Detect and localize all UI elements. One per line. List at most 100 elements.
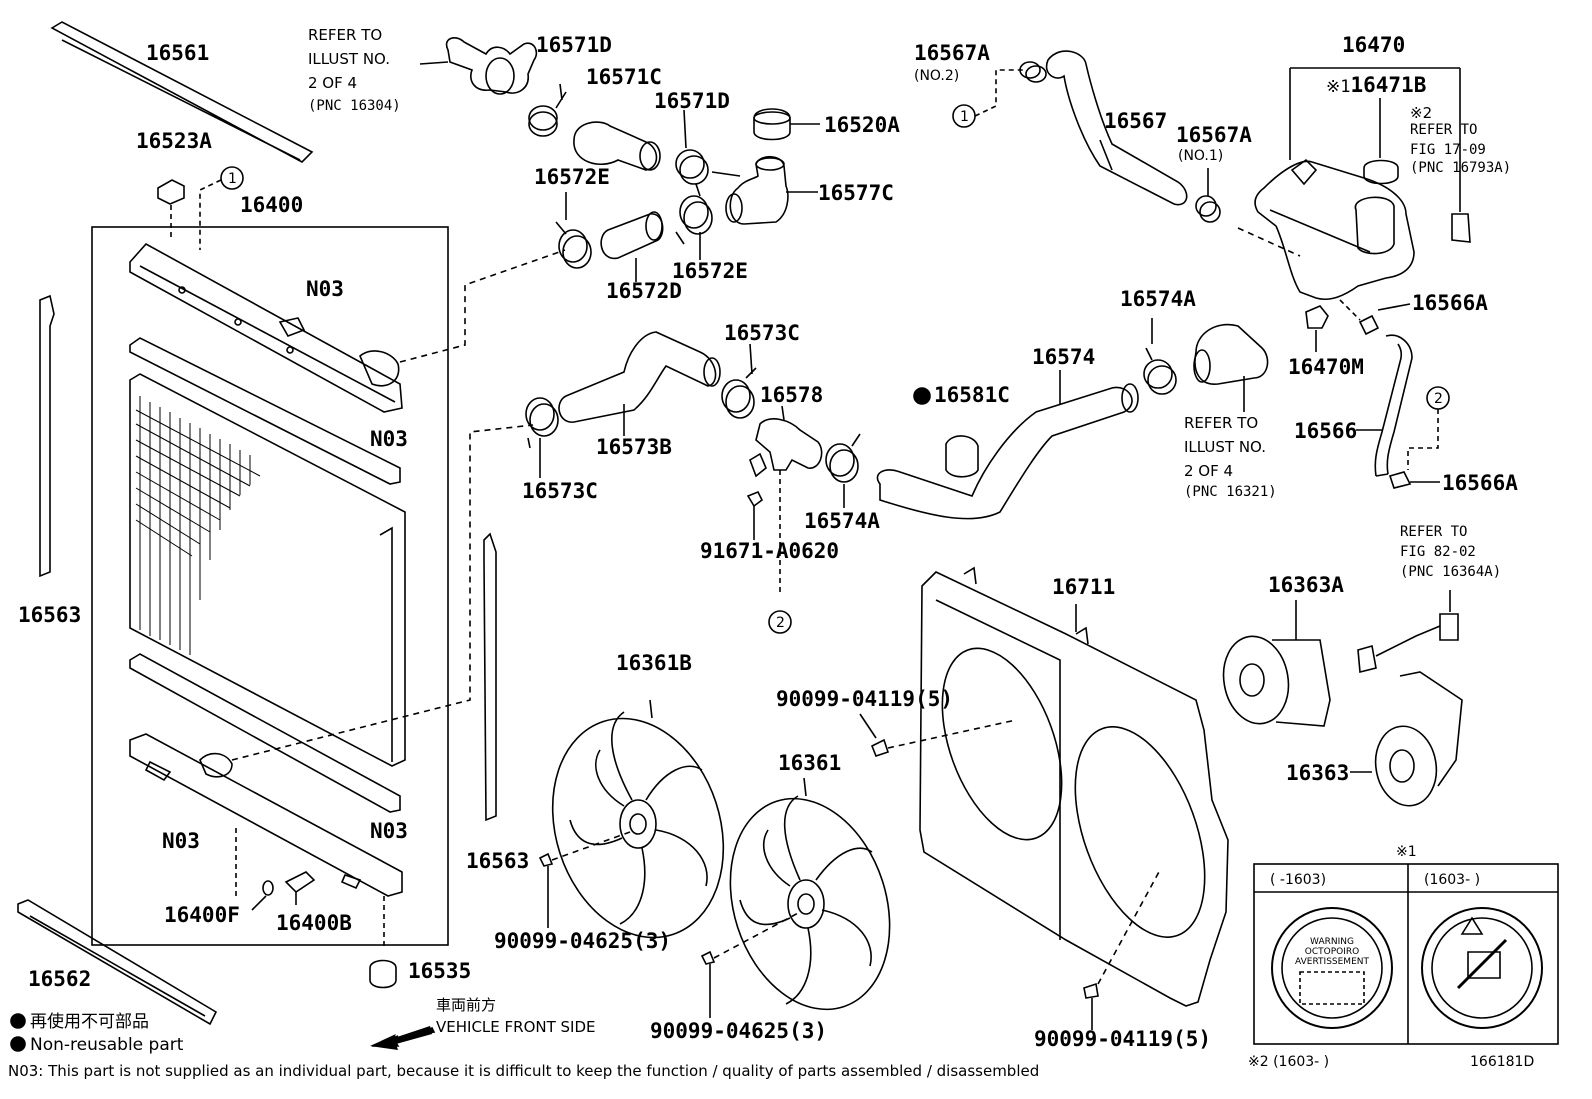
fan-16361 <box>729 777 891 1011</box>
radiator-core <box>129 373 406 767</box>
warning-line-1: WARNING <box>1310 937 1354 947</box>
label-16573B: 16573B <box>596 435 672 459</box>
label-16400: 16400 <box>240 193 303 217</box>
cap-16520A <box>753 108 820 141</box>
svg-text:REFER TO: REFER TO <box>1400 524 1467 540</box>
inset-footnote: ※2 (1603- ) <box>1248 1054 1329 1070</box>
label-16561: 16561 <box>146 41 209 65</box>
circle-ref-1-right <box>952 69 1026 128</box>
svg-text:ILLUST NO.: ILLUST NO. <box>308 50 390 68</box>
inset-col1-header: ( -1603) <box>1270 872 1326 888</box>
label-16574: 16574 <box>1032 345 1095 369</box>
circle-ref-1-left <box>199 166 244 250</box>
hose-16571C <box>573 121 661 171</box>
circle-1-left-num: 1 <box>228 171 237 187</box>
label-16578: 16578 <box>760 383 823 407</box>
inset-panel <box>1253 863 1559 1045</box>
hose-16572D <box>600 211 664 282</box>
seal-16561 <box>50 21 314 163</box>
label-16361: 16361 <box>778 751 841 775</box>
inset-title: ※1 <box>1396 844 1417 860</box>
label-n03-lower-seal: N03 <box>370 819 408 843</box>
hose-16567 <box>1045 50 1188 206</box>
svg-text:(PNC 16364A): (PNC 16364A) <box>1400 564 1501 580</box>
inset-col2-header: (1603- ) <box>1424 872 1480 888</box>
nonreusable-dot-16581C <box>913 387 931 405</box>
label-16363A: 16363A <box>1268 573 1344 597</box>
cap-16471B <box>1363 98 1399 185</box>
lower-tank <box>129 733 403 897</box>
circle-1-right-num: 1 <box>960 109 969 125</box>
legend-dot-jp <box>10 1013 26 1029</box>
label-16400B: 16400B <box>276 911 352 935</box>
svg-text:(PNC 16793A): (PNC 16793A) <box>1410 160 1511 176</box>
label-n03-upper-seal: N03 <box>370 427 408 451</box>
hose-16566 <box>1356 334 1413 477</box>
label-16471B: ※116471B <box>1326 73 1426 97</box>
clamp-16581C <box>945 435 979 478</box>
label-16572E-a: 16572E <box>534 165 610 189</box>
seal-lower <box>129 653 401 813</box>
label-16574A-a: 16574A <box>804 509 880 533</box>
label-16471B-text: 16471B <box>1350 73 1426 97</box>
kome1-mark: ※1 <box>1326 77 1350 97</box>
warning-label <box>1451 213 1471 243</box>
clamp-16566A-a <box>1358 303 1411 336</box>
refer-note-16321: REFER TO ILLUST NO. 2 OF 4 (PNC 16321) <box>1184 414 1277 500</box>
clamp-16574A-a <box>825 433 861 508</box>
label-90099-04625-b: 90099-04625(3) <box>650 1019 827 1043</box>
seal-16563-right <box>483 532 497 822</box>
seal-upper <box>129 337 401 485</box>
label-90099-04119-a: 90099-04119(5) <box>776 687 953 711</box>
label-16572E-b: 16572E <box>672 259 748 283</box>
label-n03-upper-tank: N03 <box>306 277 344 301</box>
label-16573C-a: 16573C <box>724 321 800 345</box>
radiator-assembly-frame <box>91 226 449 946</box>
label-16571D-b: 16571D <box>654 89 730 113</box>
clamp-16571D-b <box>675 109 709 197</box>
label-n03-lower-tank: N03 <box>162 829 200 853</box>
legend-front-en: VEHICLE FRONT SIDE <box>436 1018 596 1036</box>
svg-text:ILLUST NO.: ILLUST NO. <box>1184 438 1266 456</box>
label-16470M: 16470M <box>1288 355 1364 379</box>
screw-90099-04625-b <box>700 911 801 1018</box>
label-16363: 16363 <box>1286 761 1349 785</box>
motor-16363A <box>1222 600 1331 727</box>
label-90099-04625-a: 90099-04625(3) <box>494 929 671 953</box>
clamp-16572E-a <box>555 192 592 269</box>
circle-2-left-num: 2 <box>776 615 785 631</box>
label-no2: (NO.2) <box>914 68 959 84</box>
wire-harness-ref <box>1357 590 1459 674</box>
cushion-16523A <box>157 179 185 240</box>
label-90099-04119-b: 90099-04119(5) <box>1034 1027 1211 1051</box>
legend-nonreusable-jp: 再使用不可部品 <box>30 1011 149 1032</box>
clamp-16572E-b <box>675 195 713 260</box>
hose-16573B <box>558 331 721 436</box>
clamp-16574A-b <box>1143 318 1177 395</box>
svg-text:REFER TO: REFER TO <box>308 26 382 44</box>
label-16523A: 16523A <box>136 129 212 153</box>
clamp-16573C-a <box>525 397 559 478</box>
label-16400F: 16400F <box>164 903 240 927</box>
label-16574A-b: 16574A <box>1120 287 1196 311</box>
clamp-16571D-a <box>528 83 567 137</box>
clamp-16573C-b <box>721 343 757 419</box>
label-16571C: 16571C <box>586 65 662 89</box>
circle-ref-2-right <box>1407 386 1450 470</box>
label-16361B: 16361B <box>616 651 692 675</box>
label-16563-left: 16563 <box>18 603 81 627</box>
shroud-16711 <box>919 566 1229 1007</box>
bolt-90099-04119-a <box>859 713 1017 757</box>
clamp-16567A-a <box>1019 61 1047 83</box>
svg-text:REFER TO: REFER TO <box>1410 122 1477 138</box>
refer-note-16304: REFER TO ILLUST NO. 2 OF 4 (PNC 16304) <box>308 26 401 114</box>
joint-16578 <box>749 405 823 592</box>
circle-ref-2-left <box>768 610 792 634</box>
svg-text:FIG 17-09: FIG 17-09 <box>1410 142 1486 158</box>
label-16711: 16711 <box>1052 575 1115 599</box>
bolt-90099-04119-b <box>1083 869 1161 1030</box>
svg-text:※2: ※2 <box>1410 104 1432 122</box>
label-16573C-b: 16573C <box>522 479 598 503</box>
label-16566A-b: 16566A <box>1442 471 1518 495</box>
